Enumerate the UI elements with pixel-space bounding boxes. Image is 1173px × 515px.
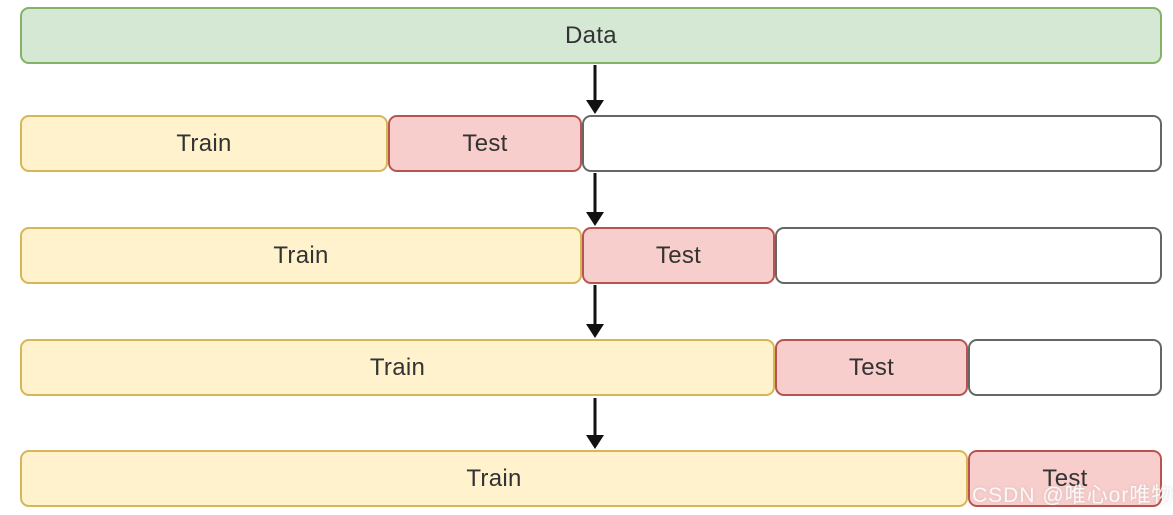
arrow-head <box>586 435 604 449</box>
arrow-head <box>586 324 604 338</box>
down-arrow-icon <box>586 285 604 338</box>
arrow-shaft <box>593 65 597 102</box>
segment-label: Test <box>848 353 895 381</box>
unused-segment-row2 <box>775 227 1162 284</box>
test-segment-row4: Test <box>968 450 1162 507</box>
train-segment-row1: Train <box>20 115 388 172</box>
segment-label: Train <box>466 464 522 492</box>
segment-label: Test <box>1042 464 1088 492</box>
test-segment-row1: Test <box>388 115 582 172</box>
train-segment-row3: Train <box>20 339 775 396</box>
data-box: Data <box>20 7 1162 64</box>
test-segment-row3: Test <box>775 339 968 396</box>
segment-label: Test <box>462 129 508 157</box>
unused-segment-row1 <box>582 115 1162 172</box>
arrow-shaft <box>593 398 597 437</box>
train-segment-row4: Train <box>20 450 968 507</box>
down-arrow-icon <box>586 173 604 226</box>
unused-segment-row3 <box>968 339 1162 396</box>
test-segment-row2: Test <box>582 227 775 284</box>
arrow-head <box>586 100 604 114</box>
arrow-head <box>586 212 604 226</box>
train-segment-row2: Train <box>20 227 582 284</box>
segment-label: Train <box>176 129 232 157</box>
down-arrow-icon <box>586 65 604 114</box>
segment-label: Test <box>655 241 702 269</box>
segment-label: Train <box>273 241 329 269</box>
down-arrow-icon <box>586 398 604 449</box>
segment-label: Train <box>369 353 426 381</box>
arrow-shaft <box>593 285 597 326</box>
data-box-label: Data <box>565 21 617 49</box>
arrow-shaft <box>593 173 597 214</box>
